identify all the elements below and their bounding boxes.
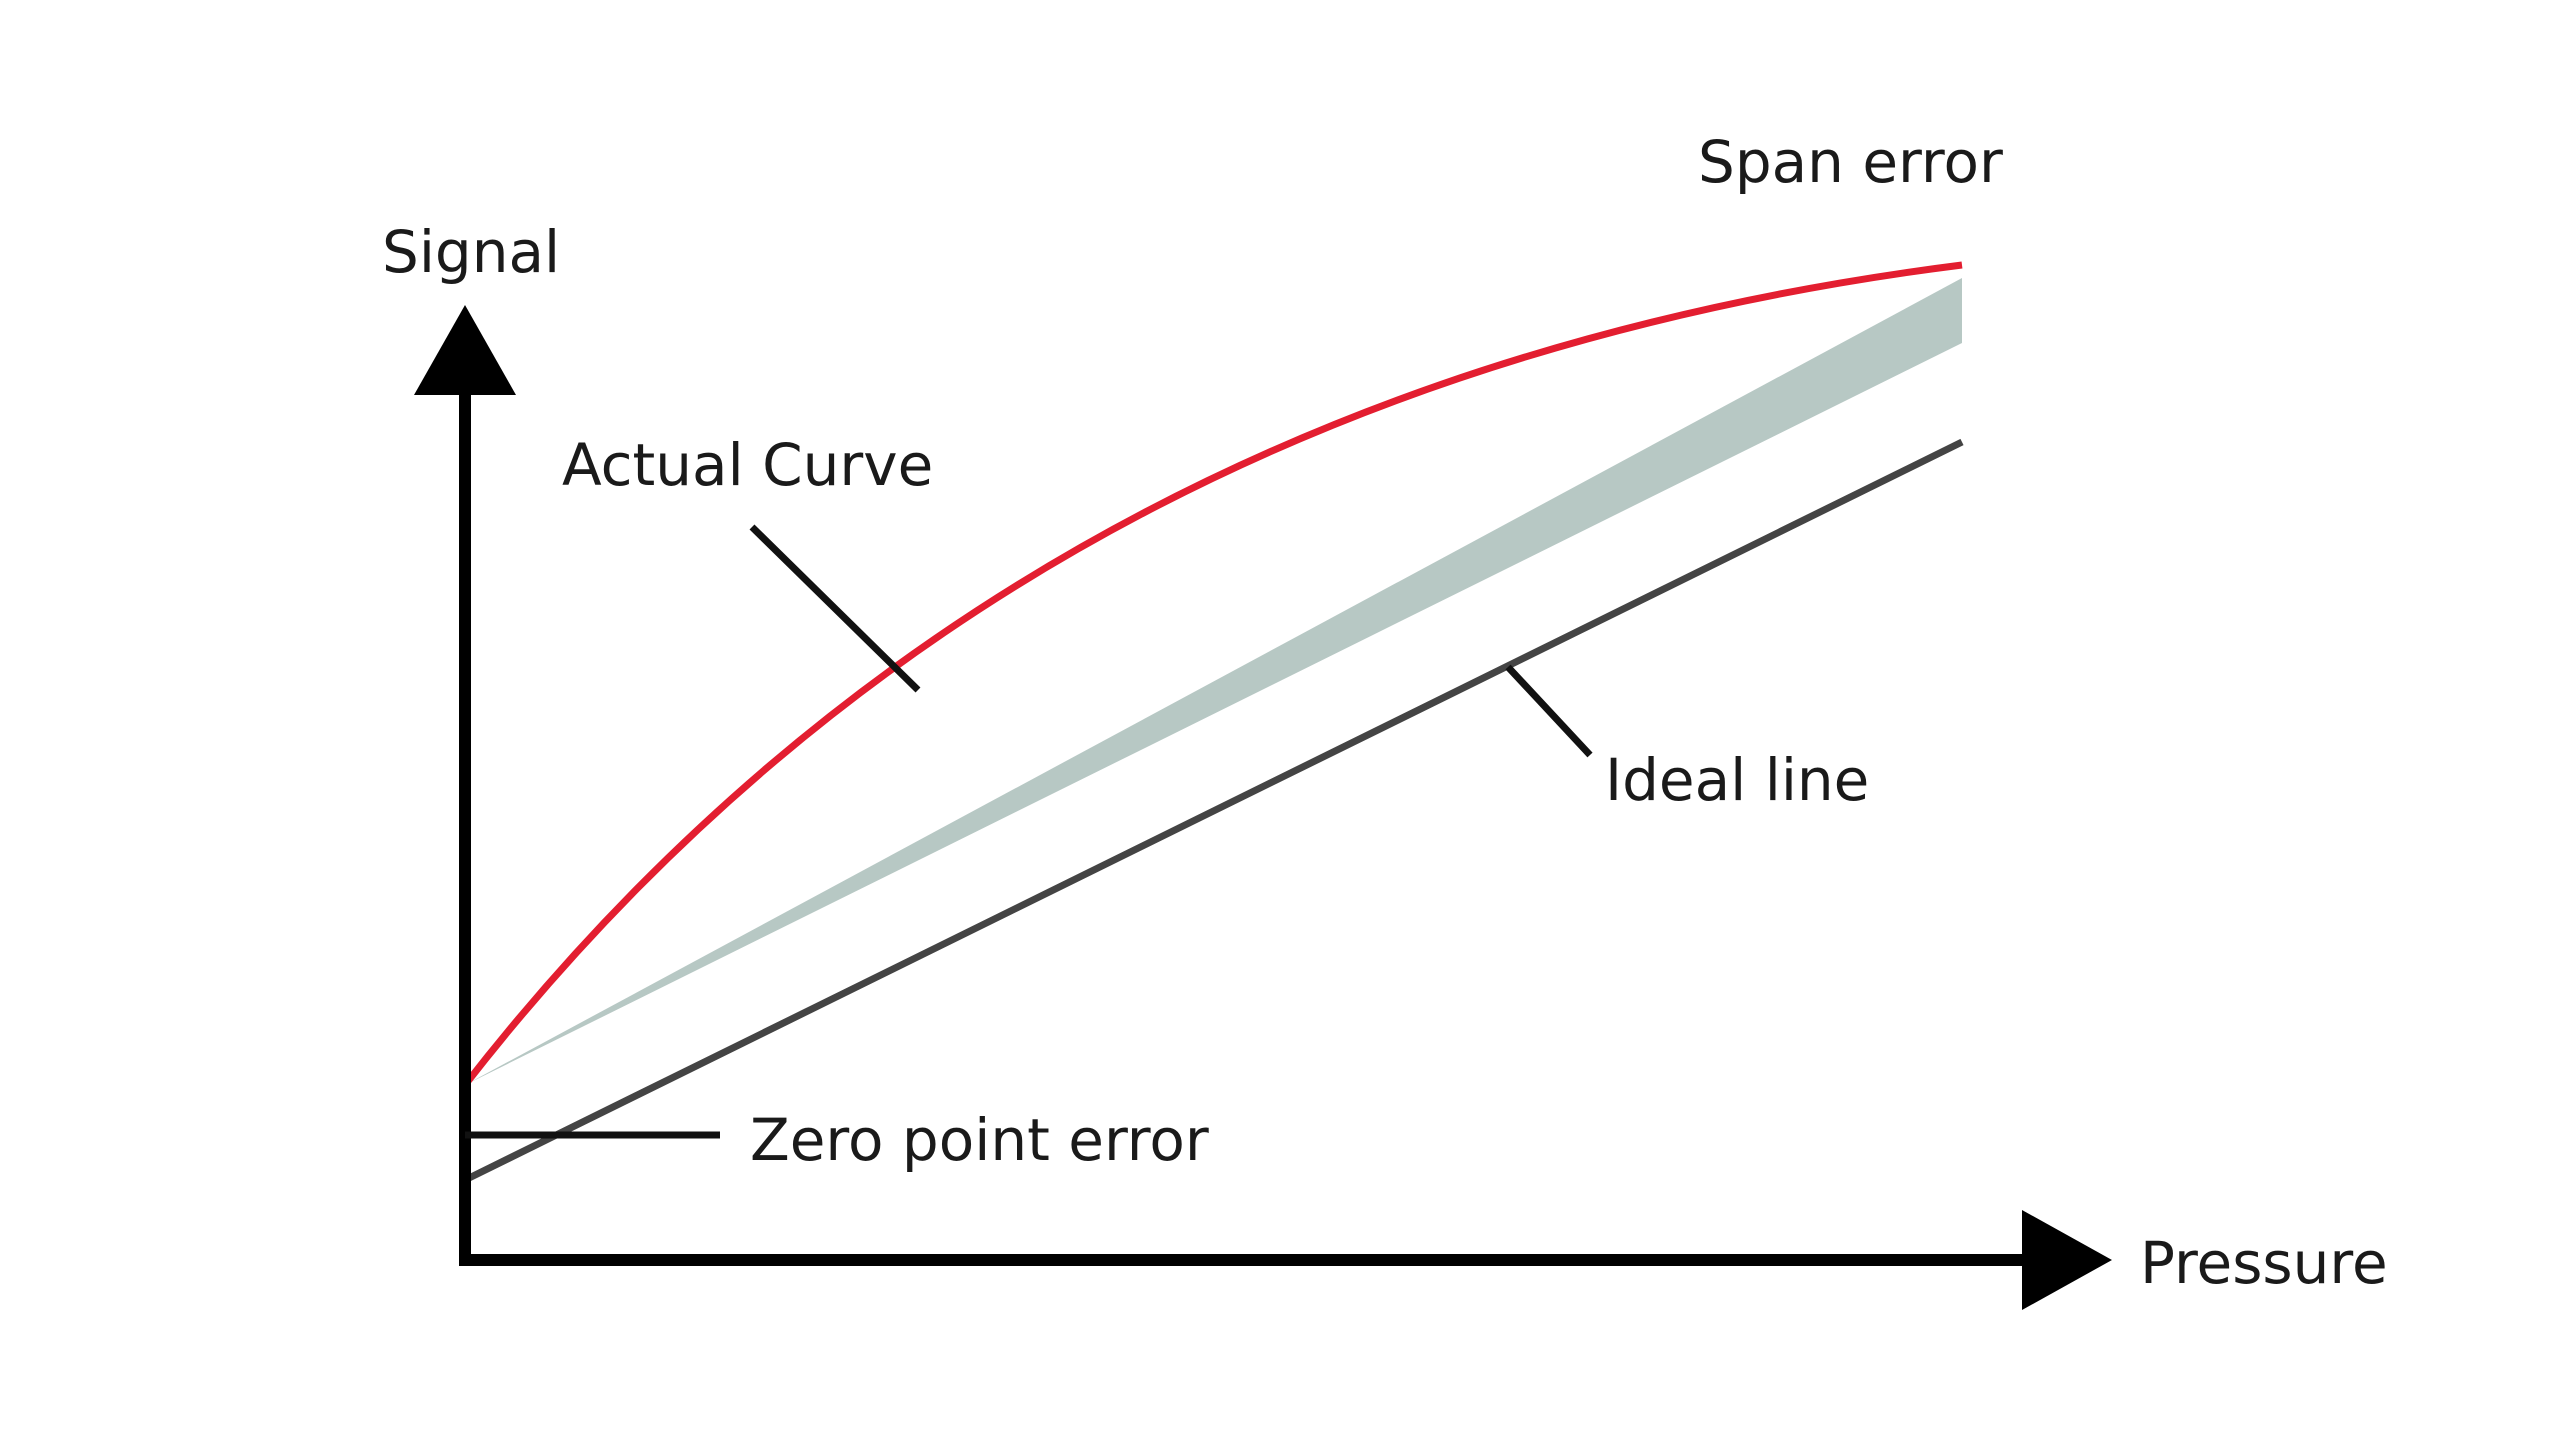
actual-curve (462, 261, 1963, 1088)
ideal-line (463, 438, 1964, 1184)
y-axis-arrowhead (414, 305, 516, 395)
actual-curve-leader (749, 524, 921, 693)
span-error-label: Span error (1698, 128, 2003, 196)
span-error-band (465, 278, 1962, 1085)
x-axis-label: Pressure (2140, 1229, 2388, 1297)
actual-curve-label: Actual Curve (562, 431, 933, 499)
ideal-line-leader (1505, 664, 1593, 758)
y-axis-label: Signal (382, 218, 560, 286)
ideal-line-label: Ideal line (1605, 746, 1869, 814)
x-axis-arrowhead (2022, 1210, 2112, 1310)
zero-point-error-label: Zero point error (750, 1106, 1209, 1174)
